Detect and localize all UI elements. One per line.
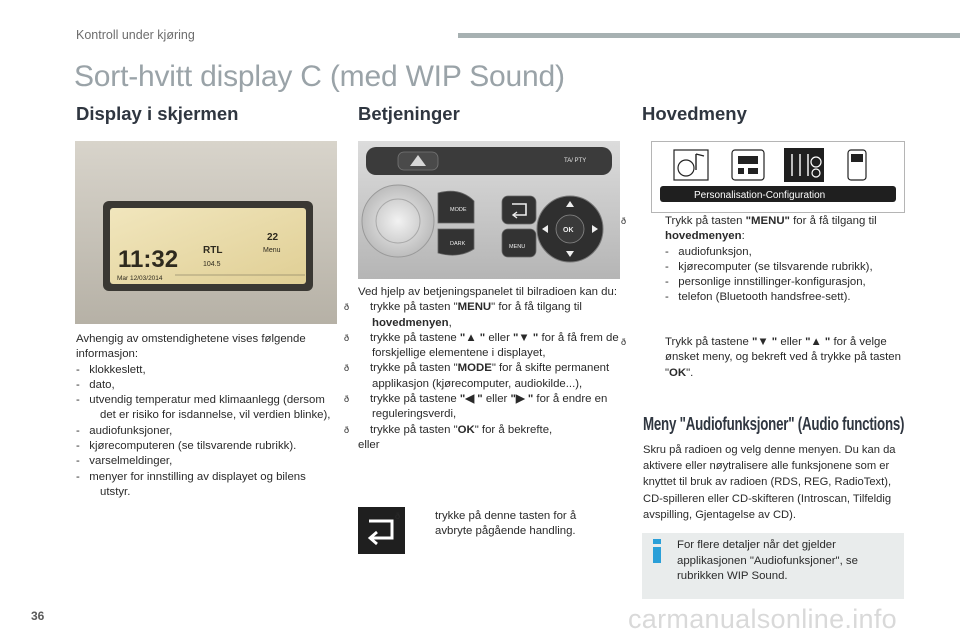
trip-computer-icon [731,149,765,181]
main-menu-heading: Hovedmeny [642,103,747,124]
menu-label: MENU [509,244,525,250]
list-item: - varselmeldinger, [76,455,173,468]
list-item: - menyer for innstilling av displayet og… [76,470,306,498]
controls-text: Ved hjelp av betjeningspanelet til bilra… [344,285,620,453]
list-item: - utvendig temperatur med klimaanlegg (d… [76,394,331,422]
arrow-right-icon: ð [621,216,627,226]
arrow-right-icon: ð [344,394,350,405]
display-photo-art: 11:32 RTL 104.5 22 Menu Mar 12/03/2014 [75,141,337,324]
control-panel-art: TA/ PTY MODE DARK MENU OK [358,141,620,279]
list-item: - kjørecomputeren (se tilsvarende rubrik… [76,440,297,453]
main-menu-art: Personalisation-Configuration [660,148,896,202]
ok-label: OK [563,227,574,234]
page-number: 36 [31,609,45,623]
display-freq: 104.5 [203,261,221,268]
page-title: Sort-hvitt display C (med WIP Sound) [74,60,565,93]
info-note-box [642,533,904,599]
controls-heading: Betjeninger [358,103,460,124]
list-item: - audiofunksjon, [665,245,752,258]
arrow-right-icon: ð [344,424,350,435]
control-panel-photo: TA/ PTY MODE DARK MENU OK [358,141,620,279]
audio-functions-heading: Meny "Audiofunksjoner" (Audio functions) [643,414,905,434]
list-item: - dato, [76,378,115,391]
info-note-text: For flere detaljer når det gjelder appli… [677,539,858,583]
list-item: - personlige innstillinger-konfigurasjon… [665,276,866,289]
screen-caption: Personalisation-Configuration [694,190,825,201]
display-heading: Display i skjermen [76,103,239,124]
ta-pty-label: TA/ PTY [564,158,586,164]
display-date: Mar 12/03/2014 [117,275,163,282]
display-menu: Menu [263,247,281,254]
info-icon [649,539,665,563]
back-arrow-icon [367,519,394,546]
header-bar [458,33,960,38]
arrow-right-icon: ð [395,511,401,521]
display-time: 11:32 [118,246,178,273]
display-intro: Avhengig av omstendighetene vises følgen… [76,333,306,361]
display-text: Avhengig av omstendighetene vises følgen… [76,332,338,500]
arrow-right-icon: ð [621,337,627,347]
list-item: - audiofunksjoner, [76,424,173,437]
arrow-right-icon: ð [344,302,350,313]
main-menu-screen: Personalisation-Configuration [651,141,905,213]
back-key-image [358,507,405,554]
controls-intro: Ved hjelp av betjeningspanelet til bilra… [358,286,618,298]
watermark: carmanualsonline.info [628,604,897,634]
dark-label: DARK [450,241,466,247]
arrow-right-icon: ð [344,363,350,374]
or-text: eller [358,438,380,451]
list-item: - telefon (Bluetooth handsfree-sett). [665,291,851,304]
list-item: - klokkeslett, [76,363,146,376]
arrow-right-icon: ð [344,332,350,343]
display-photo: 11:32 RTL 104.5 22 Menu Mar 12/03/2014 [75,141,337,324]
personalisation-icon [784,148,824,182]
audio-function-icon [673,149,709,181]
section-header: Kontroll under kjøring [76,28,195,42]
telephone-icon [847,149,867,181]
list-item: - kjørecomputer (se tilsvarende rubrikk)… [665,260,873,273]
audio-functions-paragraph: Skru på radioen og velg denne menyen. Du… [643,444,896,521]
mode-label: MODE [450,207,467,213]
display-temp: 22 [267,232,279,243]
display-station: RTL [203,245,222,256]
